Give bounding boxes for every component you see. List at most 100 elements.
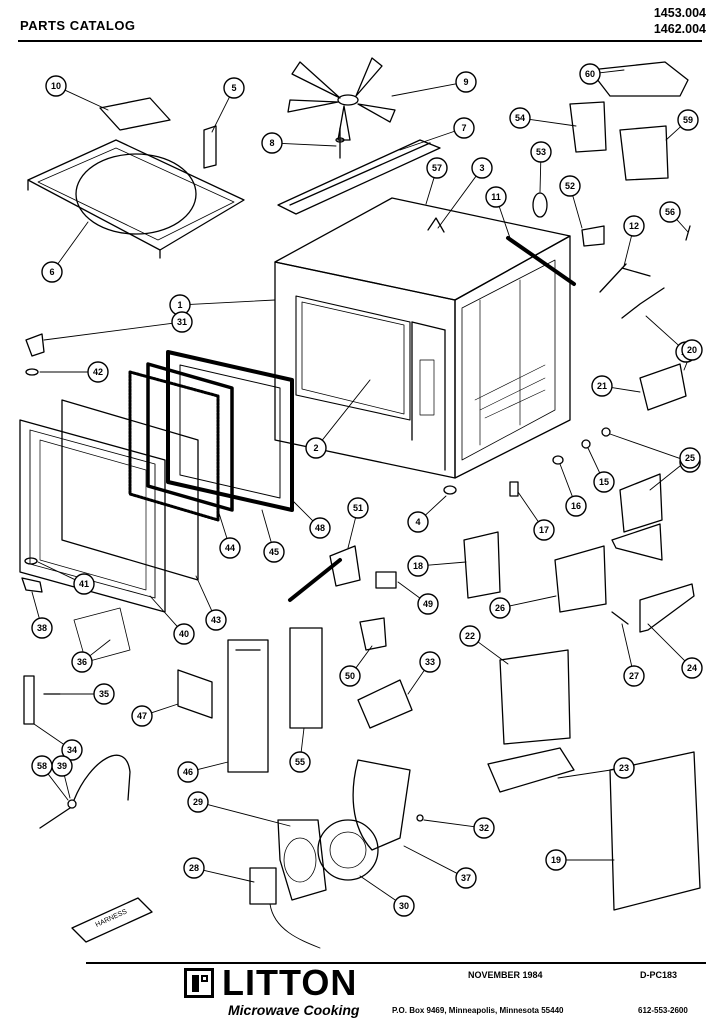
callout-number: 16 xyxy=(571,501,581,511)
callout-number: 24 xyxy=(687,663,697,673)
callout-number: 23 xyxy=(619,763,629,773)
callout-number: 40 xyxy=(179,629,189,639)
callout-number: 17 xyxy=(539,525,549,535)
callout-16: 16 xyxy=(565,495,587,517)
callout-number: 56 xyxy=(665,207,675,217)
callout-31: 31 xyxy=(171,311,193,333)
callout-number: 5 xyxy=(231,83,236,93)
callout-27: 27 xyxy=(623,665,645,687)
callout-30: 30 xyxy=(393,895,415,917)
callout-number: 6 xyxy=(49,267,54,277)
leader-line-11 xyxy=(498,206,511,239)
brand-subtitle: Microwave Cooking xyxy=(228,1002,360,1018)
leader-line-30 xyxy=(359,875,397,901)
callout-circle xyxy=(579,63,601,85)
callout-circle xyxy=(681,657,703,679)
leader-line-34 xyxy=(33,723,65,745)
leader-line-51 xyxy=(347,517,357,549)
callout-circle xyxy=(509,107,531,129)
callout-circle xyxy=(485,186,507,208)
callout-50: 50 xyxy=(339,665,361,687)
callout-57: 57 xyxy=(426,157,448,179)
callout-number: 30 xyxy=(399,901,409,911)
leader-line-2 xyxy=(321,379,371,441)
leader-line-55 xyxy=(300,727,305,753)
callout-circle xyxy=(530,141,552,163)
company-phone: 612-553-2600 xyxy=(638,1006,688,1015)
leader-line-21 xyxy=(611,387,641,393)
callout-circle xyxy=(407,511,429,533)
callout-circle xyxy=(417,593,439,615)
callout-number: 9 xyxy=(463,77,468,87)
leader-line-29 xyxy=(207,804,291,827)
leader-line-56 xyxy=(676,218,689,233)
callout-number: 20 xyxy=(687,345,697,355)
callout-circle xyxy=(61,739,83,761)
leader-line-12 xyxy=(623,235,633,267)
leader-line-48 xyxy=(291,499,314,522)
leader-line-1 xyxy=(189,299,276,305)
leader-line-58 xyxy=(47,773,69,801)
callout-circle xyxy=(309,517,331,539)
leader-line-45 xyxy=(261,509,272,543)
leader-line-6 xyxy=(57,221,89,265)
callout-number: 52 xyxy=(565,181,575,191)
callout-32: 32 xyxy=(473,817,495,839)
leader-line-9 xyxy=(391,83,457,97)
callout-number: 41 xyxy=(79,579,89,589)
callout-circle xyxy=(677,109,699,131)
leader-line-33 xyxy=(407,669,425,695)
callout-22: 22 xyxy=(459,625,481,647)
catalog-date: NOVEMBER 1984 xyxy=(468,970,543,980)
leader-line-40 xyxy=(149,595,178,627)
callout-circle xyxy=(183,857,205,879)
leader-line-54 xyxy=(529,118,577,127)
control-panel-drawing xyxy=(177,627,323,773)
callout-number: 45 xyxy=(269,547,279,557)
callout-10: 10 xyxy=(45,75,67,97)
leader-line-57 xyxy=(425,177,435,205)
callout-circle xyxy=(659,201,681,223)
leader-line-39 xyxy=(63,775,71,799)
callout-number: 39 xyxy=(57,761,67,771)
leader-line-52 xyxy=(572,195,583,229)
callout-number: 27 xyxy=(629,671,639,681)
leader-line-13 xyxy=(645,315,680,346)
callout-circle xyxy=(219,537,241,559)
callout-number: 47 xyxy=(137,711,147,721)
leader-line-60 xyxy=(599,69,625,74)
callout-circle xyxy=(533,519,555,541)
callout-6: 6 xyxy=(41,261,63,283)
callout-circle xyxy=(426,157,448,179)
cabinet-wrapper-drawing xyxy=(274,197,571,479)
leader-line-7 xyxy=(399,130,455,151)
harness-drawing: HARNESS xyxy=(71,897,153,943)
callout-circle xyxy=(407,555,429,577)
leader-line-15 xyxy=(587,447,601,474)
callout-number: 59 xyxy=(683,115,693,125)
fan-bracket-drawing xyxy=(277,139,441,215)
company-address: P.O. Box 9469, Minneapolis, Minnesota 55… xyxy=(392,1006,564,1015)
part-callouts: 1234567891011121314151617181920212223242… xyxy=(31,63,703,917)
callout-circle xyxy=(489,597,511,619)
callout-46: 46 xyxy=(177,761,199,783)
callout-17: 17 xyxy=(533,519,555,541)
callout-number: 7 xyxy=(461,123,466,133)
leader-line-26 xyxy=(509,595,557,607)
callout-34: 34 xyxy=(61,739,83,761)
callout-circle xyxy=(263,541,285,563)
callout-circle xyxy=(261,132,283,154)
callout-45: 45 xyxy=(263,541,285,563)
callout-number: 1 xyxy=(177,300,182,310)
callout-29: 29 xyxy=(187,791,209,813)
callout-circle xyxy=(565,495,587,517)
leader-line-23 xyxy=(557,769,615,779)
litton-logo-mark xyxy=(184,968,214,998)
callout-number: 49 xyxy=(423,599,433,609)
right-upper-parts-drawing xyxy=(427,61,691,497)
callout-9: 9 xyxy=(455,71,477,93)
callout-circle xyxy=(187,791,209,813)
leader-line-10 xyxy=(64,89,109,111)
leader-line-32 xyxy=(423,819,475,828)
